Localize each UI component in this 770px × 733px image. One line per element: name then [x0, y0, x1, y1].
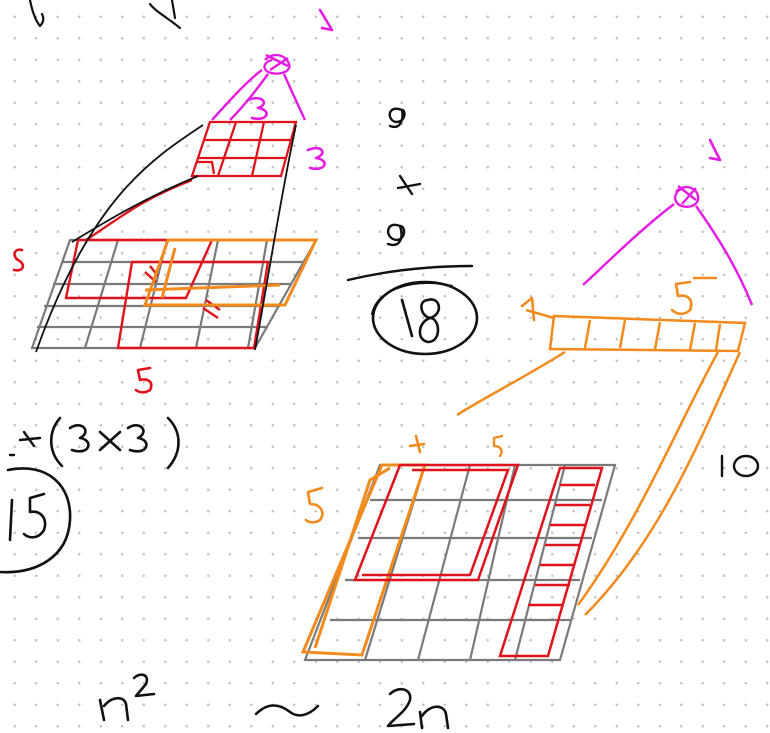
- nine-top-label: 9: [386, 103, 403, 133]
- left-red-receptive-windows: [64, 178, 270, 350]
- right-one-by-one-node: [582, 185, 754, 306]
- left-three-by-three-grid: [190, 120, 298, 178]
- mag-three-top-label: 3: [248, 98, 263, 126]
- top-left-fragment-label: J sleep: [28, 0, 109, 28]
- right-five-by-five-grid: [303, 463, 617, 662]
- left-five-by-five-grid: [30, 238, 318, 350]
- left-projection-lines: [35, 124, 297, 353]
- eighteen-label: 18: [400, 315, 438, 350]
- mag-one-right-label: 1: [708, 140, 723, 168]
- left-five-label: 5: [12, 250, 27, 278]
- label-text-layer: J sleep 1 3 3 5 5 9 + 9 18 _+ (3x3) 15 1…: [6, 0, 751, 733]
- plus-label: +: [398, 173, 420, 203]
- fifteen-label: 15: [6, 513, 44, 548]
- orange-one-grid-label: 1: [410, 435, 424, 460]
- left-orange-receptive-window: [142, 238, 319, 307]
- mag-one-top-label: 1: [316, 8, 331, 36]
- ten-label: 10: [718, 455, 751, 485]
- mag-three-side-label: 3: [306, 148, 321, 176]
- orange-five-left-label: 5: [304, 499, 321, 529]
- mult-expression-label: _+ (3x3): [7, 426, 146, 464]
- orange-five-grid-label: 5: [490, 439, 504, 464]
- right-red-windows: [353, 463, 604, 658]
- two-n-label: 2n: [386, 697, 429, 733]
- orange-five-row-label: 5: [670, 292, 685, 320]
- bottom-five-label: 5: [136, 370, 151, 398]
- orange-one-left-label: 1: [520, 303, 534, 328]
- nine-bottom-label: 9: [386, 221, 403, 251]
- right-orange-row: [456, 308, 747, 616]
- n-squared-label: n²: [98, 691, 133, 731]
- tilde-label: ~: [256, 687, 285, 727]
